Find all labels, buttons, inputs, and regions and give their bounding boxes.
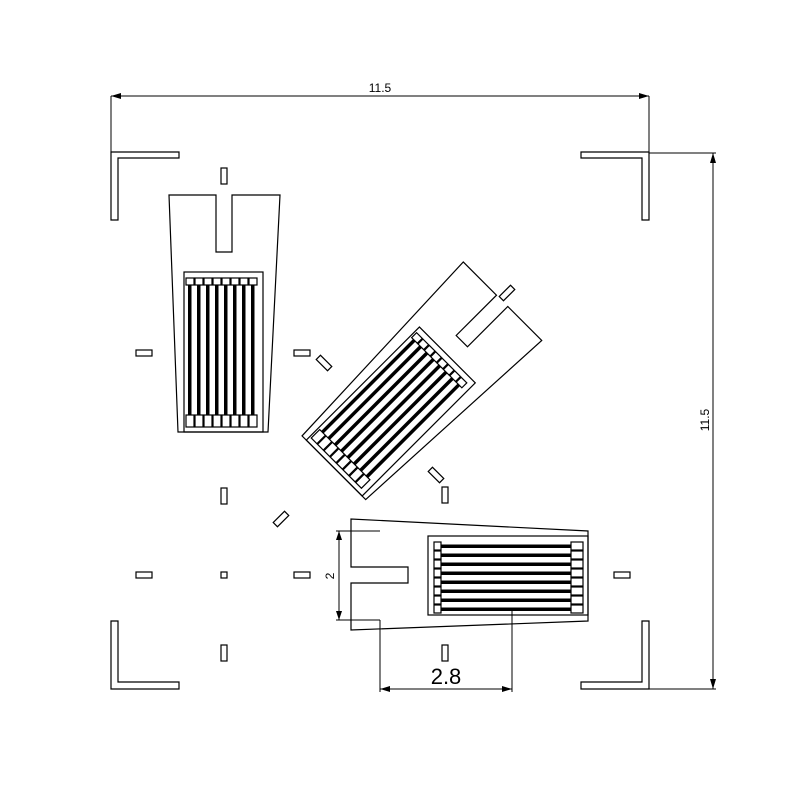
grid-width-dimension: 2.8	[379, 610, 513, 692]
grid-width-label: 2.8	[431, 664, 462, 689]
right-height-label: 11.5	[698, 408, 712, 431]
corner-bracket-top-right	[580, 151, 650, 221]
right-height-dimension: 11.5	[649, 152, 716, 690]
corner-bracket-bottom-left	[110, 620, 180, 690]
pad-height-label: 2	[323, 572, 337, 579]
pad-height-dimension: 2	[323, 530, 380, 621]
corner-bracket-top-left	[110, 151, 180, 221]
gauge-vertical	[168, 194, 281, 433]
alignment-marks	[135, 167, 631, 662]
corner-bracket-bottom-right	[580, 620, 650, 690]
gauge-horizontal	[350, 518, 589, 631]
top-width-label: 11.5	[369, 81, 392, 95]
